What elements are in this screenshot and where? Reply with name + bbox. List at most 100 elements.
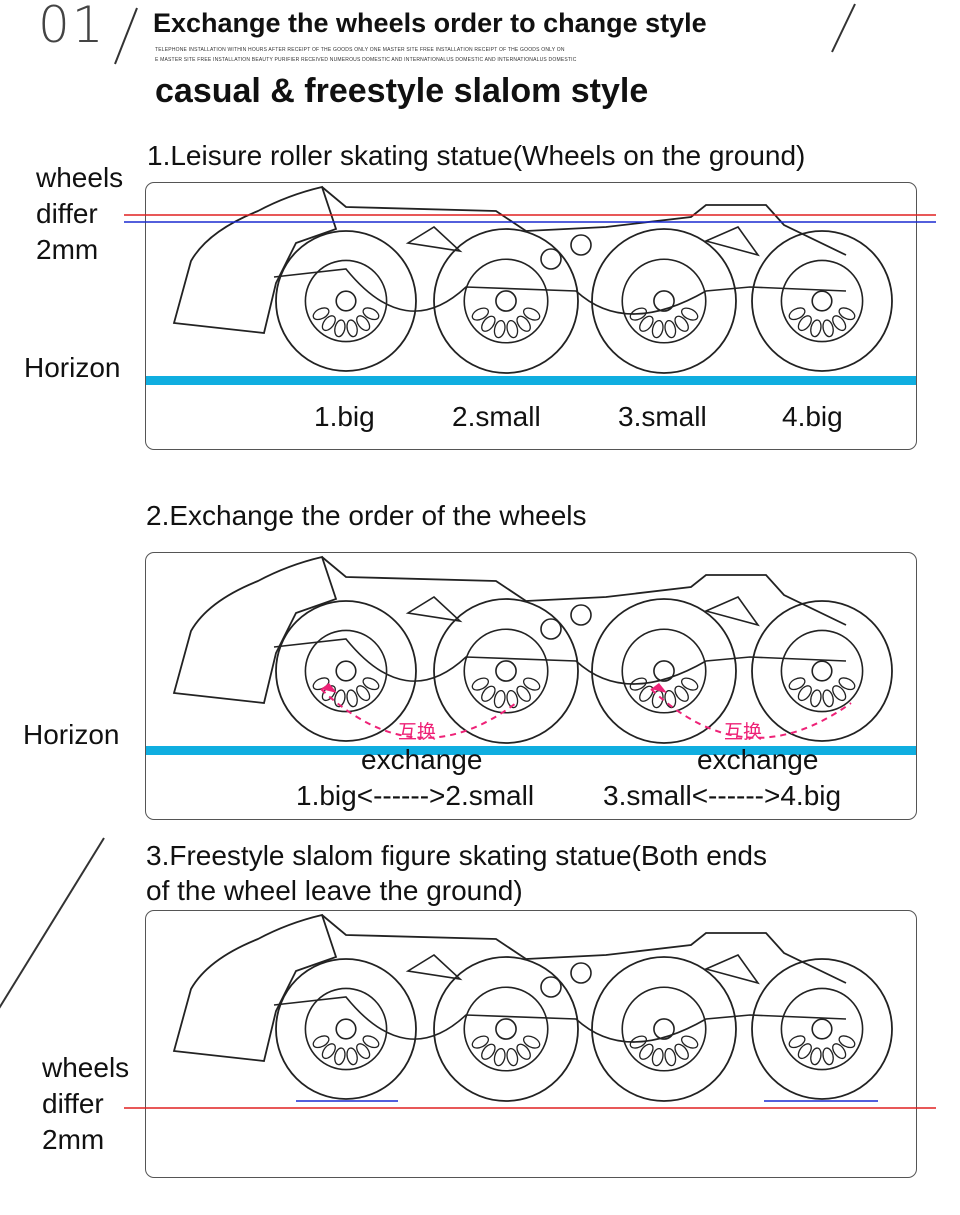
wheel-spoke-hole bbox=[471, 307, 490, 321]
wheel-spoke-hole bbox=[312, 1035, 330, 1049]
fine-print-2: E MASTER SITE FREE INSTALLATION BEAUTY P… bbox=[155, 57, 577, 63]
wheel-spoke-hole bbox=[522, 1035, 541, 1049]
wheel-spoke-hole bbox=[674, 685, 689, 702]
wheel bbox=[275, 600, 417, 742]
wheel-axle bbox=[495, 660, 517, 682]
wheel-spoke-hole bbox=[356, 315, 371, 332]
section3-title: 3.Freestyle slalom figure skating statue… bbox=[146, 838, 767, 908]
wheel-spoke-hole bbox=[346, 319, 358, 338]
wheel-spoke-hole bbox=[639, 685, 654, 702]
wheel bbox=[751, 230, 893, 372]
page-title: Exchange the wheels order to change styl… bbox=[153, 8, 707, 38]
wheel bbox=[433, 228, 579, 374]
wheel-spoke-hole bbox=[362, 677, 380, 691]
boot-heel bbox=[172, 913, 338, 1062]
wheel bbox=[591, 956, 737, 1102]
wheel-spoke-hole bbox=[651, 1047, 664, 1067]
frame-rail bbox=[321, 556, 847, 626]
wheel bbox=[433, 956, 579, 1102]
wheel-spoke-hole bbox=[629, 677, 648, 691]
fine-print-1: TELEPHONE INSTALLATION WITHIN HOURS AFTE… bbox=[155, 47, 565, 53]
wheel-spoke-hole bbox=[516, 1043, 531, 1060]
wheel bbox=[591, 598, 737, 744]
wheel-spoke-hole bbox=[516, 685, 531, 702]
frame-lower bbox=[273, 996, 847, 1043]
exchange-arrow bbox=[320, 688, 517, 739]
wheel bbox=[275, 958, 417, 1100]
exchange-arrowhead bbox=[321, 683, 337, 693]
wheel-spoke-hole bbox=[797, 315, 812, 332]
wheel-spoke-hole bbox=[471, 1035, 490, 1049]
section1-title: 1.Leisure roller skating statue(Wheels o… bbox=[147, 140, 806, 171]
horizon-label: Horizon bbox=[23, 719, 120, 750]
wheel-spoke-hole bbox=[321, 685, 336, 702]
wheel-axle bbox=[495, 290, 517, 312]
section3-title-line: 3.Freestyle slalom figure skating statue… bbox=[146, 840, 767, 871]
frame-bolt bbox=[570, 962, 592, 984]
frame-bolt bbox=[540, 618, 562, 640]
wheel-spoke-hole bbox=[506, 1047, 519, 1067]
wheel-spoke-hole bbox=[788, 307, 806, 321]
skate-diagram-2 bbox=[146, 555, 916, 755]
wheel-hub bbox=[304, 259, 388, 343]
wheel-spoke-hole bbox=[356, 1043, 371, 1060]
horizon-line bbox=[146, 746, 916, 755]
wheel-axle bbox=[335, 660, 357, 682]
wheel-spoke-hole bbox=[822, 319, 834, 338]
wheel-spoke-hole bbox=[680, 307, 699, 321]
wheel-spoke-hole bbox=[822, 1047, 834, 1066]
exchange-word: exchange bbox=[697, 744, 819, 775]
side-label-line: 2mm bbox=[42, 1124, 105, 1155]
wheel-spoke-hole bbox=[680, 677, 699, 691]
wheel-spoke-hole bbox=[516, 315, 531, 332]
wheel-spoke-hole bbox=[334, 1047, 346, 1066]
wheel-tire bbox=[275, 958, 417, 1100]
wheel-tire bbox=[591, 598, 737, 744]
horizon-line bbox=[146, 376, 916, 385]
section1-side-label: wheels differ 2mm bbox=[36, 160, 123, 268]
side-label-line: differ bbox=[42, 1088, 104, 1119]
wheel-spoke-hole bbox=[639, 1043, 654, 1060]
wheel-axle bbox=[335, 1018, 357, 1040]
wheel-spoke-hole bbox=[334, 689, 346, 708]
wheel-spoke-hole bbox=[334, 319, 346, 338]
frame-bolt bbox=[540, 248, 562, 270]
wheel-tire bbox=[751, 600, 893, 742]
skate-panel-2: 互换 互换 exchange exchange 1.big<------>2.s… bbox=[145, 552, 917, 820]
skate-diagram-1 bbox=[146, 185, 916, 385]
wheel-axle bbox=[335, 290, 357, 312]
wheel-tire bbox=[275, 230, 417, 372]
wheel-tire bbox=[433, 598, 579, 744]
wheel-label: 1.big bbox=[314, 401, 375, 432]
wheel-label: 4.big bbox=[782, 401, 843, 432]
wheel-spoke-hole bbox=[639, 315, 654, 332]
frame-rail bbox=[321, 914, 847, 984]
boot-heel bbox=[172, 555, 338, 704]
frame-cutout bbox=[703, 596, 760, 627]
wheel-spoke-hole bbox=[664, 1047, 677, 1067]
wheel-spoke-hole bbox=[522, 307, 541, 321]
wheel-tire bbox=[591, 956, 737, 1102]
exchange-arrow bbox=[650, 688, 852, 739]
wheel-spoke-hole bbox=[664, 689, 677, 709]
wheel-spoke-hole bbox=[346, 689, 358, 708]
wheel-spoke-hole bbox=[651, 319, 664, 339]
wheel-tire bbox=[751, 230, 893, 372]
frame-cutout bbox=[405, 596, 463, 623]
wheel-spoke-hole bbox=[522, 677, 541, 691]
wheel-spoke-hole bbox=[312, 307, 330, 321]
wheel-spoke-hole bbox=[810, 319, 822, 338]
wheel-spoke-hole bbox=[674, 1043, 689, 1060]
wheel-spoke-hole bbox=[674, 315, 689, 332]
exchange-arrowhead bbox=[651, 683, 667, 693]
wheel-axle bbox=[653, 660, 675, 682]
wheel-spoke-hole bbox=[838, 677, 856, 691]
wheel-hub bbox=[463, 628, 549, 714]
wheel-axle bbox=[811, 660, 833, 682]
wheel-spoke-hole bbox=[788, 1035, 806, 1049]
section3-title-line: of the wheel leave the ground) bbox=[146, 875, 523, 906]
wheel-spoke-hole bbox=[506, 689, 519, 709]
exchange-pair-left: 1.big<------>2.small bbox=[296, 780, 535, 811]
frame-rail bbox=[321, 186, 847, 256]
wheel-spoke-hole bbox=[832, 1043, 847, 1060]
